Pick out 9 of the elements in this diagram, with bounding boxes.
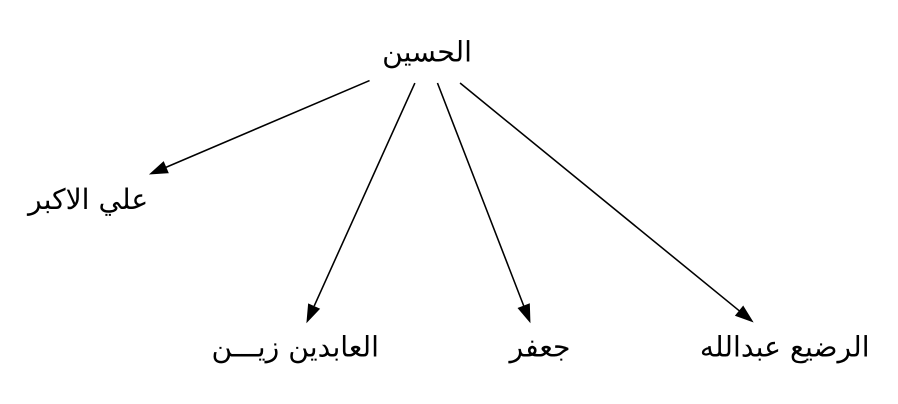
arrow: [148, 80, 370, 175]
arrow: [306, 82, 416, 324]
node-text: جعفر: [510, 330, 570, 364]
node-text: الرضيع عبدالله: [700, 330, 870, 364]
node-text: علي الاكبر: [28, 182, 148, 216]
node-text: العابدين زيـــن: [212, 330, 379, 364]
node-text: الحسين: [382, 35, 472, 68]
arrow: [436, 82, 530, 324]
arrow: [460, 82, 754, 323]
